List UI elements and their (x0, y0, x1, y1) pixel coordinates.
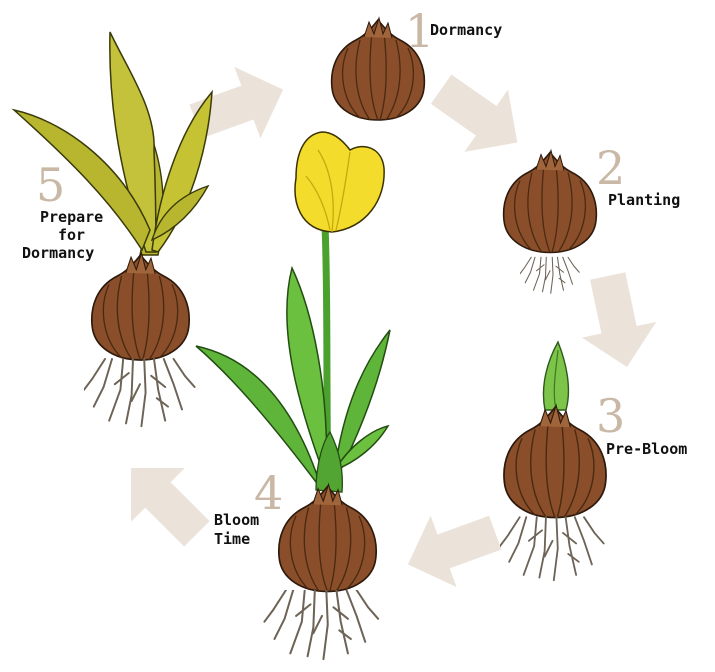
stage-5-label-line-2: for (58, 226, 85, 245)
stage-5-label-line-3: Dormancy (22, 244, 94, 263)
arrow-4-to-5-icon (104, 441, 224, 561)
arrow-1-to-2-icon (419, 58, 539, 174)
arrow-3-to-4-icon (395, 497, 508, 600)
stage-2-bulb-illustration (504, 151, 597, 294)
arrow-2-to-3-icon (570, 268, 664, 375)
stage-2-label: Planting (608, 191, 680, 210)
stage-4-number: 4 (254, 470, 283, 516)
stage-4-label-line-1: Bloom (214, 511, 259, 530)
stage-4-label-line-2: Time (214, 530, 250, 549)
stage-3-label: Pre-Bloom (606, 440, 687, 459)
stage-2-number: 2 (596, 145, 625, 191)
stage-3-number: 3 (596, 393, 625, 439)
stage-5-label-line-1: Prepare (40, 208, 103, 227)
stage-5-fading-plant-illustration (14, 32, 212, 426)
stage-3-bulb-illustration (500, 342, 606, 580)
stage-1-label: Dormancy (430, 21, 502, 40)
stage-5-number: 5 (36, 162, 65, 208)
stage-4-blooming-tulip-illustration (196, 132, 390, 659)
